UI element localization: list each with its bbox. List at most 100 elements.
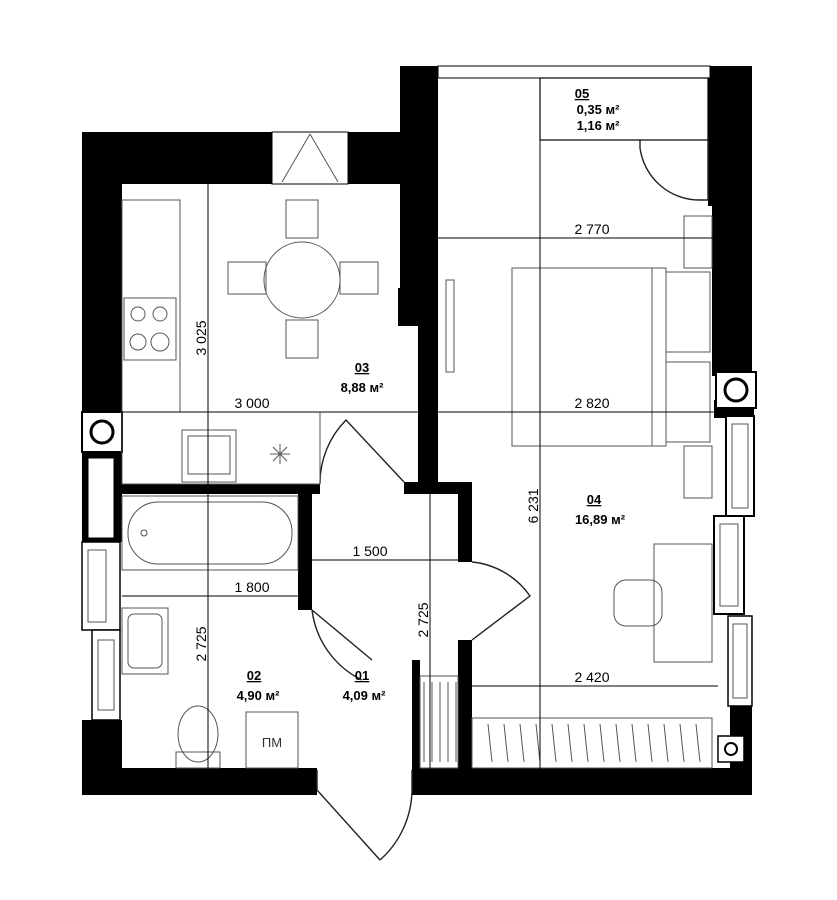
chair [285, 199, 319, 239]
service-cabinet [245, 711, 299, 769]
window-right-mid [713, 515, 745, 615]
bathtub [121, 495, 299, 571]
window-right-upper-frame [731, 423, 749, 509]
window-kitchen [271, 131, 349, 185]
burner [150, 332, 170, 352]
room-labels: 03 8,88 м² 04 16,89 м² 02 4,90 м² 01 4,0… [237, 86, 626, 703]
kitchen-furniture [121, 199, 379, 485]
tv-unit [445, 279, 455, 373]
windows [81, 65, 755, 721]
door-bedroom [471, 561, 531, 641]
dim-bedroom-width-mid: 2 820 [574, 395, 609, 411]
service-cabinet-label: ПМ [262, 735, 282, 750]
burner [152, 306, 168, 322]
dim-kitchen-width: 3 000 [234, 395, 269, 411]
wall-bath-top [120, 484, 320, 494]
wall-center-stub [398, 288, 420, 326]
bathtub-inner [127, 501, 293, 565]
window-balcony-top [437, 65, 711, 79]
bed-blanket [511, 267, 653, 447]
hall-wardrobe [419, 675, 459, 769]
dim-corridor-width: 1 500 [352, 543, 387, 559]
wall-balcony-right [708, 66, 714, 206]
washbasin [121, 607, 169, 675]
wall-corridor-right-top [404, 482, 468, 494]
dim-kitchen-height: 3 025 [193, 320, 209, 355]
dim-bedroom-width-bottom: 2 420 [574, 669, 609, 685]
window-right-upper [725, 415, 755, 517]
pillow [665, 361, 711, 443]
dining-table [263, 241, 341, 319]
sink [181, 429, 237, 483]
desk [653, 543, 713, 663]
door-entrance [316, 770, 413, 861]
dim-corridor-height: 2 725 [415, 602, 431, 637]
room-area-03: 8,88 м² [341, 380, 385, 395]
pillow [665, 271, 711, 353]
window-right-lower [727, 615, 753, 707]
sink-basin [187, 435, 231, 475]
bathroom-furniture: ПМ [121, 495, 299, 769]
nightstand [683, 445, 713, 499]
dim-bedroom-height: 6 231 [525, 488, 541, 523]
wall-bath-right [298, 490, 312, 610]
burner [129, 333, 147, 351]
window-left-upper [87, 457, 115, 539]
vent-shaft-right [715, 371, 757, 409]
window-right-lower-frame [732, 623, 748, 699]
bed [511, 267, 667, 447]
dimension-labels: 3 025 3 000 2 820 2 770 6 231 1 500 2 72… [193, 221, 610, 685]
walls [82, 66, 754, 795]
dim-bathroom-width: 1 800 [234, 579, 269, 595]
room-number-01: 01 [355, 668, 369, 683]
wall-top-center [400, 66, 438, 316]
room-number-04: 04 [587, 492, 602, 507]
room-number-02: 02 [247, 668, 261, 683]
door-balcony [639, 140, 708, 201]
nightstand [683, 215, 713, 269]
fridge-icon [270, 444, 290, 464]
wall-corridor-right-lower [458, 640, 472, 770]
chair [285, 319, 319, 359]
vent-shaft-left [81, 411, 123, 453]
vent-icon [724, 742, 738, 756]
vent-icon [89, 419, 115, 445]
stove [123, 297, 177, 361]
balcony [539, 77, 709, 141]
window-right-mid-frame [719, 523, 739, 607]
hall-wardrobe-hangers [423, 682, 457, 762]
room-number-03: 03 [355, 360, 369, 375]
dim-bathroom-height: 2 725 [193, 626, 209, 661]
door-kitchen [319, 418, 405, 485]
window-sash-line [309, 133, 339, 183]
toilet-tank [175, 751, 221, 769]
doors [311, 140, 709, 861]
wardrobe [471, 717, 713, 769]
kitchen-counter-lower [121, 411, 321, 485]
kitchen-counter [121, 199, 181, 413]
wall-right [712, 66, 752, 376]
room-area-01: 4,09 м² [343, 688, 387, 703]
wall-left [82, 132, 122, 412]
wall-bottom-left [82, 768, 317, 795]
window-left-lower [91, 629, 121, 721]
wardrobe-hangers [487, 723, 701, 763]
window-left-frame [87, 549, 107, 623]
drain [140, 529, 148, 537]
door-bathroom [311, 609, 373, 681]
room-area-02: 4,90 м² [237, 688, 281, 703]
burner [130, 306, 146, 322]
wall-center-column [418, 316, 438, 494]
vent-shaft-corner [717, 735, 745, 763]
chair [339, 261, 379, 295]
room-area-05-alt: 1,16 м² [577, 118, 621, 133]
room-area-05: 0,35 м² [577, 102, 621, 117]
wall-kitchen-top-right [348, 132, 410, 184]
bedroom-furniture [419, 215, 713, 769]
vent-shafts [81, 371, 757, 763]
wall-corridor-right [458, 482, 472, 562]
window-sash-line [281, 133, 311, 183]
washbasin-inner [127, 613, 163, 669]
toilet [177, 705, 219, 763]
vent-icon [723, 377, 749, 403]
